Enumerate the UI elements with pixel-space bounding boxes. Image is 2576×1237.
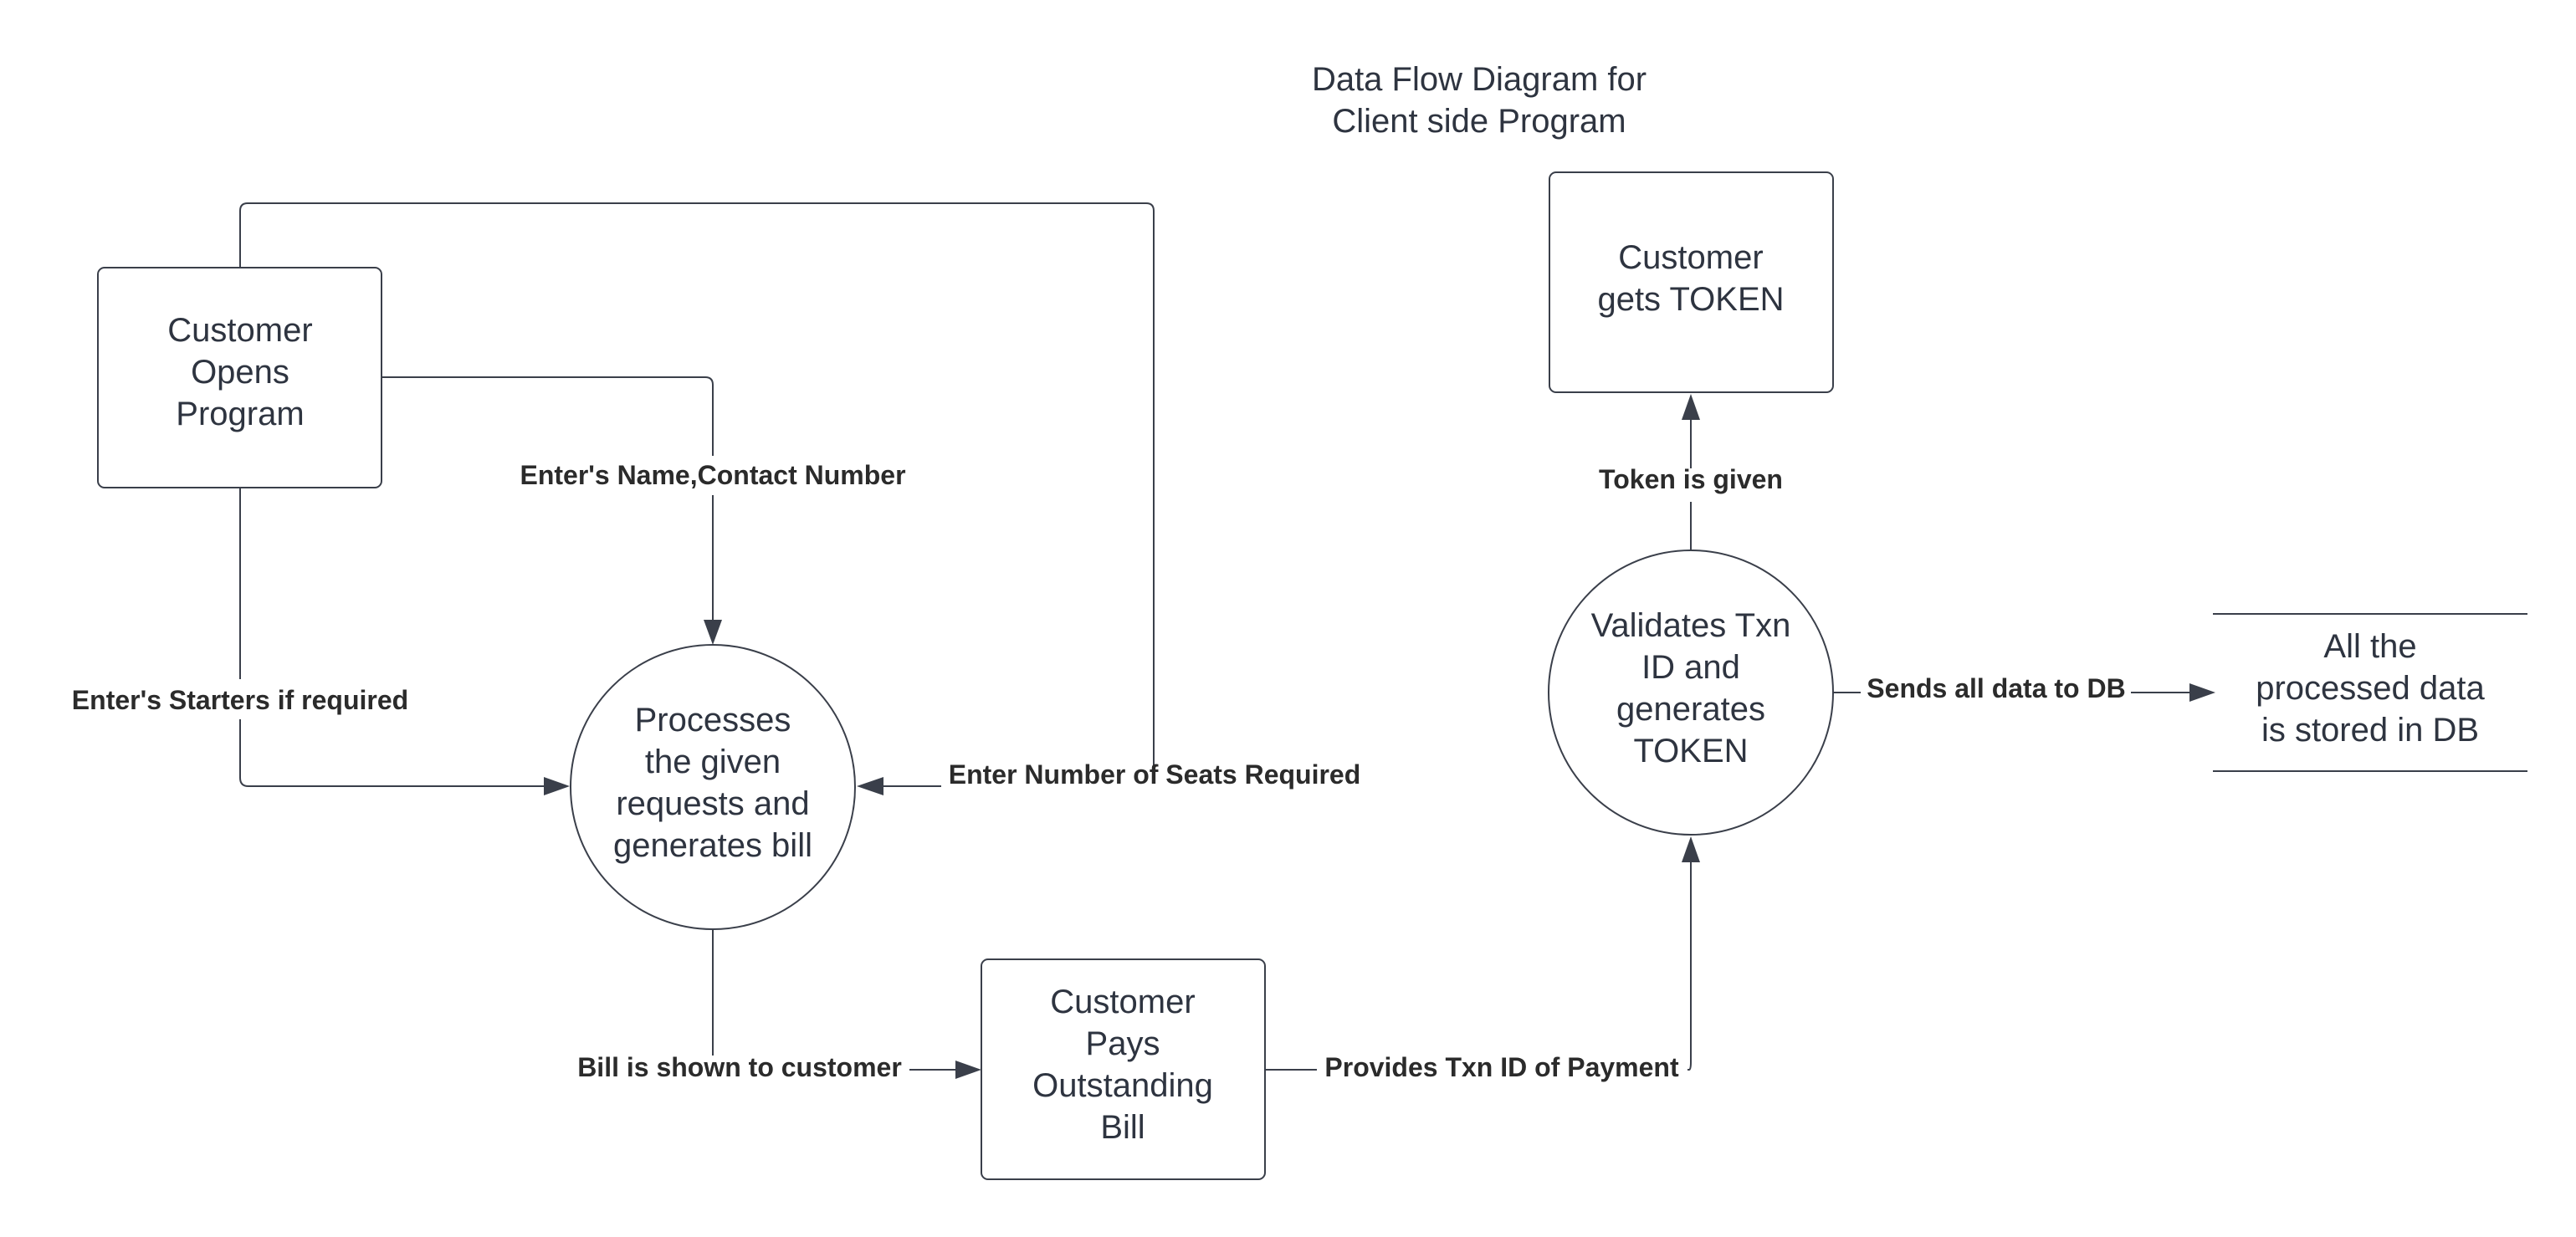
node-line: Customer: [167, 312, 312, 349]
node-customer-opens-program[interactable]: Customer Opens Program: [97, 267, 382, 488]
arrowhead-bill-shown: [955, 1061, 981, 1079]
node-line: Processes: [635, 702, 791, 739]
node-data-store[interactable]: All the processed data is stored in DB: [2213, 613, 2527, 772]
arrowhead-txn-id: [1682, 836, 1700, 862]
node-processes-requests[interactable]: Processes the given requests and generat…: [570, 644, 856, 930]
node-line: gets TOKEN: [1597, 281, 1784, 318]
node-line: Pays: [1086, 1025, 1160, 1062]
node-line: Program: [176, 396, 304, 432]
node-line: Bill: [1100, 1109, 1145, 1146]
node-line: Outstanding: [1032, 1067, 1213, 1104]
edge-starters-lower: [239, 719, 544, 787]
node-line: generates bill: [613, 827, 812, 864]
edge-label-token-given: Token is given: [1599, 464, 1783, 494]
node-line: processed data: [2256, 670, 2485, 707]
node-line: Customer: [1050, 984, 1195, 1020]
edge-label-starters: Enter's Starters if required: [72, 685, 408, 715]
edges: [239, 202, 2215, 1079]
node-line: Customer: [1618, 239, 1763, 276]
title-line-2: Client side Program: [1332, 103, 1626, 140]
arrowhead-name-contact: [704, 620, 722, 645]
process-box: [1549, 171, 1834, 393]
edge-label-name-contact: Enter's Name,Contact Number: [520, 460, 905, 490]
arrowhead-send-db: [2189, 683, 2215, 702]
process-circle: [570, 644, 856, 930]
edge-txn-id-right: [1687, 862, 1692, 1071]
edge-label-bill-shown: Bill is shown to customer: [577, 1052, 902, 1082]
node-line: the given: [645, 744, 781, 780]
diagram-title: Data Flow Diagram for Client side Progra…: [1312, 61, 1646, 140]
process-circle: [1548, 549, 1834, 836]
edge-name-contact: [382, 376, 714, 456]
arrowhead-starters: [544, 777, 570, 795]
edge-labels: Enter's Name,Contact Number Enter's Star…: [72, 460, 2126, 1082]
edge-label-seats: Enter Number of Seats Required: [949, 759, 1361, 790]
process-box: [981, 958, 1266, 1180]
arrowhead-token-given: [1682, 394, 1700, 420]
edge-seats-loop: [239, 202, 1155, 769]
process-box: [97, 267, 382, 488]
title-line-1: Data Flow Diagram for: [1312, 61, 1646, 98]
node-line: Validates Txn: [1591, 607, 1791, 644]
node-line: All the: [2323, 628, 2416, 665]
edge-label-txn-id: Provides Txn ID of Payment: [1324, 1052, 1679, 1082]
node-line: ID and: [1641, 649, 1740, 686]
arrowhead-seats: [857, 777, 883, 795]
node-line: requests and: [616, 785, 809, 822]
node-validates-txn[interactable]: Validates Txn ID and generates TOKEN: [1548, 549, 1834, 836]
node-line: is stored in DB: [2261, 712, 2479, 749]
node-line: Opens: [191, 354, 289, 391]
node-line: TOKEN: [1633, 733, 1748, 769]
node-customer-gets-token[interactable]: Customer gets TOKEN: [1549, 171, 1834, 393]
node-customer-pays-bill[interactable]: Customer Pays Outstanding Bill: [981, 958, 1266, 1180]
edge-label-send-db: Sends all data to DB: [1867, 673, 2125, 703]
node-line: generates: [1616, 691, 1765, 728]
